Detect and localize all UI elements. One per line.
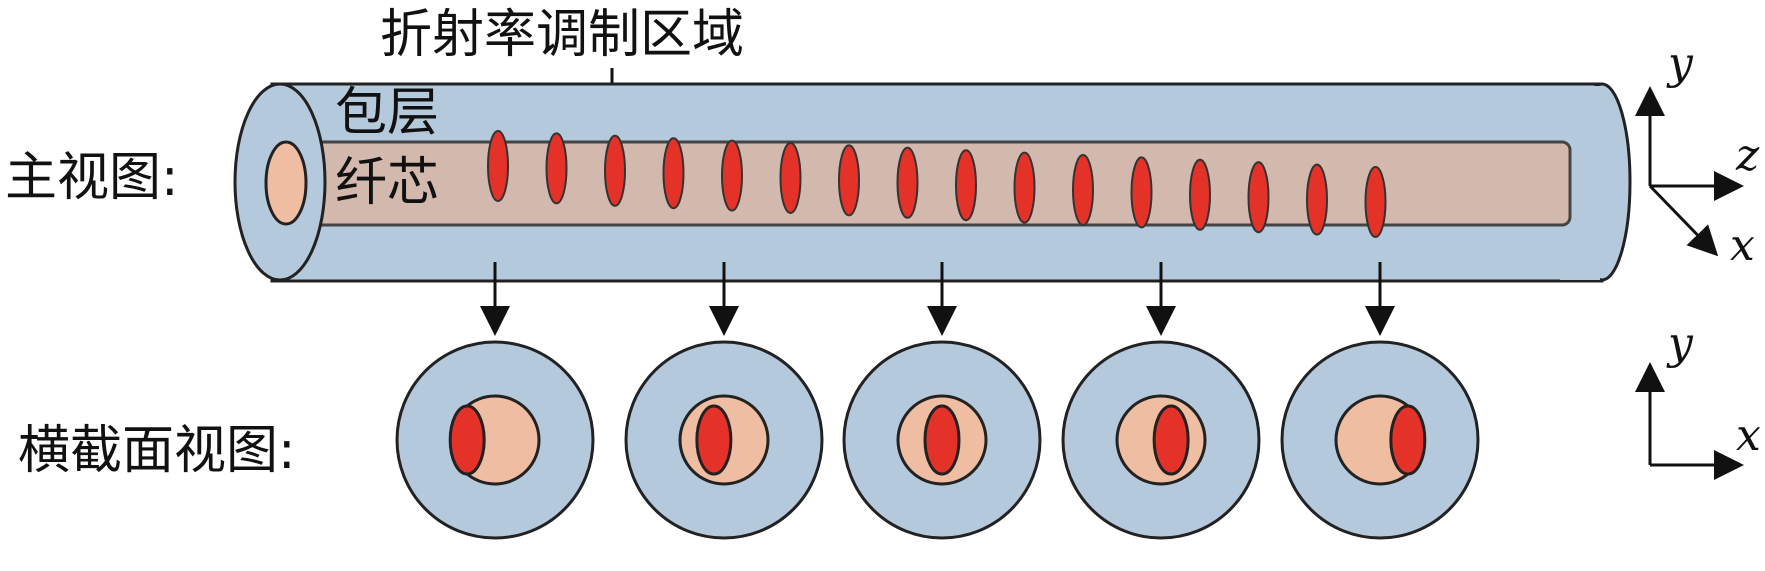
modulation-region bbox=[838, 144, 860, 217]
main-view-label: 主视图: bbox=[5, 148, 179, 208]
modulation-region bbox=[1247, 161, 1270, 234]
cross-modulation-region bbox=[1389, 404, 1427, 476]
cladding-label: 包层 bbox=[335, 83, 439, 143]
modulation-region bbox=[779, 142, 802, 214]
cross-section bbox=[1280, 340, 1480, 540]
modulation-region bbox=[1364, 166, 1387, 238]
cross-modulation-region bbox=[695, 404, 733, 476]
cross-axes: y x bbox=[1635, 318, 1761, 480]
main-z-label: z bbox=[1735, 130, 1760, 181]
cross-view-label: 横截面视图: bbox=[18, 421, 296, 481]
modulation-regions bbox=[487, 130, 1387, 238]
fiber-main-view: 包层 纤芯 bbox=[233, 82, 1632, 283]
modulation-region-label: 折射率调制区域 bbox=[380, 5, 744, 65]
core-label: 纤芯 bbox=[335, 153, 439, 213]
modulation-region bbox=[1013, 151, 1036, 224]
cross-x-label: x bbox=[1736, 410, 1761, 461]
modulation-region bbox=[1306, 163, 1328, 236]
cross-modulation-region bbox=[923, 404, 961, 476]
core-left-face bbox=[264, 140, 308, 226]
main-x-axis bbox=[1648, 184, 1719, 257]
modulation-region bbox=[604, 134, 626, 207]
projection-arrows bbox=[480, 262, 1395, 336]
cross-section bbox=[842, 340, 1042, 540]
cross-section bbox=[395, 340, 595, 540]
cross-section bbox=[1061, 340, 1261, 540]
modulation-region bbox=[487, 130, 509, 202]
modulation-region bbox=[662, 137, 685, 210]
modulation-region bbox=[1189, 158, 1211, 231]
cross-section bbox=[624, 340, 824, 540]
main-x-label: x bbox=[1730, 220, 1755, 271]
modulation-region bbox=[955, 149, 977, 222]
cross-modulation-region bbox=[1152, 404, 1190, 476]
main-axes: y z x bbox=[1635, 38, 1760, 271]
cross-y-label: y bbox=[1666, 318, 1694, 369]
cross-section-views bbox=[395, 340, 1480, 540]
cross-modulation-region bbox=[448, 404, 486, 476]
modulation-region bbox=[545, 132, 568, 205]
main-y-label: y bbox=[1666, 38, 1694, 89]
modulation-region bbox=[1072, 154, 1094, 226]
modulation-region bbox=[721, 139, 743, 212]
modulation-region bbox=[1130, 156, 1153, 229]
modulation-region bbox=[896, 146, 919, 219]
